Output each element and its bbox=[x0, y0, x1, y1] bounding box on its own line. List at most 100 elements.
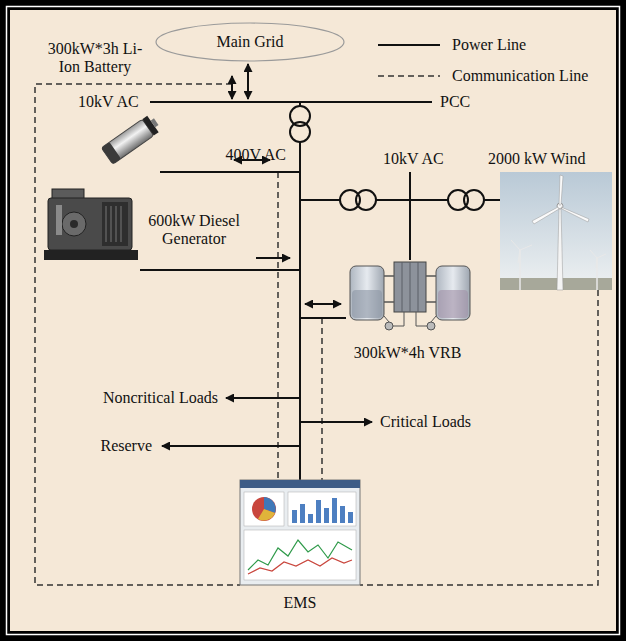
diesel-generator-illustration-part bbox=[44, 250, 138, 260]
legend-text: Power Line bbox=[452, 36, 526, 54]
power-lines-part bbox=[160, 171, 300, 173]
ems-screen-illustration-part bbox=[258, 509, 275, 521]
wind-label: 2000 kW Wind bbox=[488, 150, 613, 168]
communication-lines-part bbox=[35, 84, 240, 585]
flow-arrows-part bbox=[256, 257, 290, 259]
ems-screen-illustration-part bbox=[316, 500, 321, 523]
flow-arrows-part bbox=[300, 421, 372, 423]
communication-lines-part bbox=[321, 318, 323, 480]
load-label: Noncritical Loads bbox=[50, 389, 218, 407]
wind-turbine-illustration-part bbox=[518, 250, 520, 263]
ems-screen-illustration-part bbox=[288, 492, 356, 526]
ems-screen-illustration-part bbox=[248, 540, 352, 570]
vrb-illustration-part bbox=[350, 266, 384, 320]
ellipse-shape bbox=[156, 23, 344, 61]
ems-screen-illustration-part bbox=[332, 498, 337, 523]
diesel-generator-illustration-part bbox=[116, 206, 117, 242]
legend-sample bbox=[376, 40, 442, 50]
diesel-generator-illustration-part bbox=[70, 220, 78, 228]
ems-screen-illustration-part bbox=[240, 480, 360, 585]
power-lines-part bbox=[464, 190, 484, 210]
diesel-generator-illustration bbox=[44, 189, 138, 260]
vrb-illustration-part bbox=[385, 322, 393, 330]
battery-label: 300kW*3h Li-Ion Battery bbox=[45, 40, 145, 76]
vrb-illustration-part bbox=[436, 266, 470, 320]
ems-screen-illustration-part bbox=[292, 510, 297, 523]
ems-screen-illustration-part bbox=[300, 504, 305, 523]
diesel-generator-illustration-part bbox=[121, 206, 122, 242]
power-lines-part bbox=[150, 101, 432, 103]
flow-arrows-part bbox=[305, 303, 341, 305]
diesel-generator-illustration-part bbox=[62, 212, 86, 236]
communication-lines-part bbox=[277, 172, 279, 480]
wind-turbine-illustration-part bbox=[557, 208, 563, 290]
power-lines-part bbox=[300, 199, 340, 201]
power-lines-part bbox=[299, 142, 301, 480]
power-lines-part bbox=[484, 199, 500, 201]
communication-lines-part bbox=[360, 290, 598, 585]
vrb-illustration-part bbox=[427, 322, 435, 330]
wind-turbine-illustration-part bbox=[596, 258, 598, 290]
power-lines-part bbox=[409, 172, 411, 260]
wind-turbine-illustration-part bbox=[561, 207, 589, 222]
legend-sample bbox=[376, 71, 442, 81]
power-lines-part bbox=[300, 317, 346, 319]
wind-turbine-illustration-part bbox=[559, 175, 563, 205]
diesel-generator-illustration-part bbox=[48, 198, 132, 250]
power-lines-part bbox=[376, 199, 448, 201]
diesel-generator-illustration-part bbox=[56, 205, 62, 235]
vrb-illustration-part bbox=[352, 290, 382, 318]
flow-arrows-part bbox=[247, 64, 249, 99]
ems-screen-illustration-part bbox=[348, 512, 353, 523]
vrb-illustration-part bbox=[384, 312, 436, 326]
flow-arrows-part bbox=[162, 445, 300, 447]
vrb-illustration-part bbox=[418, 262, 419, 312]
wind-turbine-illustration-part bbox=[500, 172, 612, 290]
ems-screen-illustration-part bbox=[308, 514, 313, 523]
ems-screen-illustration-part bbox=[244, 492, 284, 526]
ems-screen-illustration bbox=[240, 480, 360, 585]
wind-turbine-illustration-part bbox=[511, 240, 520, 250]
vrb-illustration bbox=[350, 262, 470, 330]
legend-line bbox=[378, 75, 440, 77]
vrb-illustration-part bbox=[394, 262, 426, 312]
power-lines-part bbox=[290, 122, 310, 142]
battery-illustration-part bbox=[151, 118, 159, 127]
ems-screen-illustration-part bbox=[248, 558, 352, 574]
pcc-label: PCC bbox=[440, 93, 490, 111]
wind-turbine-illustration-part bbox=[596, 258, 597, 268]
vrb-illustration-part bbox=[384, 276, 436, 302]
ems-screen-illustration-part bbox=[324, 508, 329, 523]
load-label: Critical Loads bbox=[380, 413, 505, 431]
flow-arrows bbox=[162, 64, 372, 446]
ems-label: EMS bbox=[260, 594, 340, 612]
power-lines-part bbox=[356, 190, 376, 210]
diesel-generator-illustration-part bbox=[102, 202, 128, 246]
legend-text: Communication Line bbox=[452, 67, 588, 85]
generator-label: 600kW Diesel Generator bbox=[138, 212, 250, 248]
wind-turbine-illustration-part bbox=[532, 207, 559, 224]
ems-screen-illustration-part bbox=[240, 480, 360, 488]
battery-illustration-part bbox=[101, 119, 153, 164]
wind-turbine-illustration-part bbox=[520, 245, 532, 250]
ems-screen-illustration-part bbox=[340, 506, 345, 523]
flow-arrows-part bbox=[226, 397, 300, 399]
wind-turbine-illustration-part bbox=[500, 278, 612, 290]
ems-screen-illustration-part bbox=[244, 530, 356, 580]
wind-turbine-illustration-part bbox=[597, 254, 606, 258]
wind-turbine-illustration bbox=[500, 172, 612, 290]
frame-part bbox=[7, 7, 620, 635]
battery-illustration-part bbox=[142, 116, 158, 136]
node-label: Main Grid bbox=[216, 33, 283, 51]
grid-ellipse: Main Grid bbox=[155, 22, 345, 62]
wind-turbine-illustration-part bbox=[590, 250, 597, 258]
battery-illustration-part bbox=[101, 142, 121, 164]
legend-line bbox=[378, 44, 440, 46]
vrb-illustration-part bbox=[438, 290, 468, 318]
bus-label: 10kV AC bbox=[78, 93, 148, 111]
battery-illustration bbox=[101, 113, 162, 164]
vrb-illustration-part bbox=[402, 262, 403, 312]
